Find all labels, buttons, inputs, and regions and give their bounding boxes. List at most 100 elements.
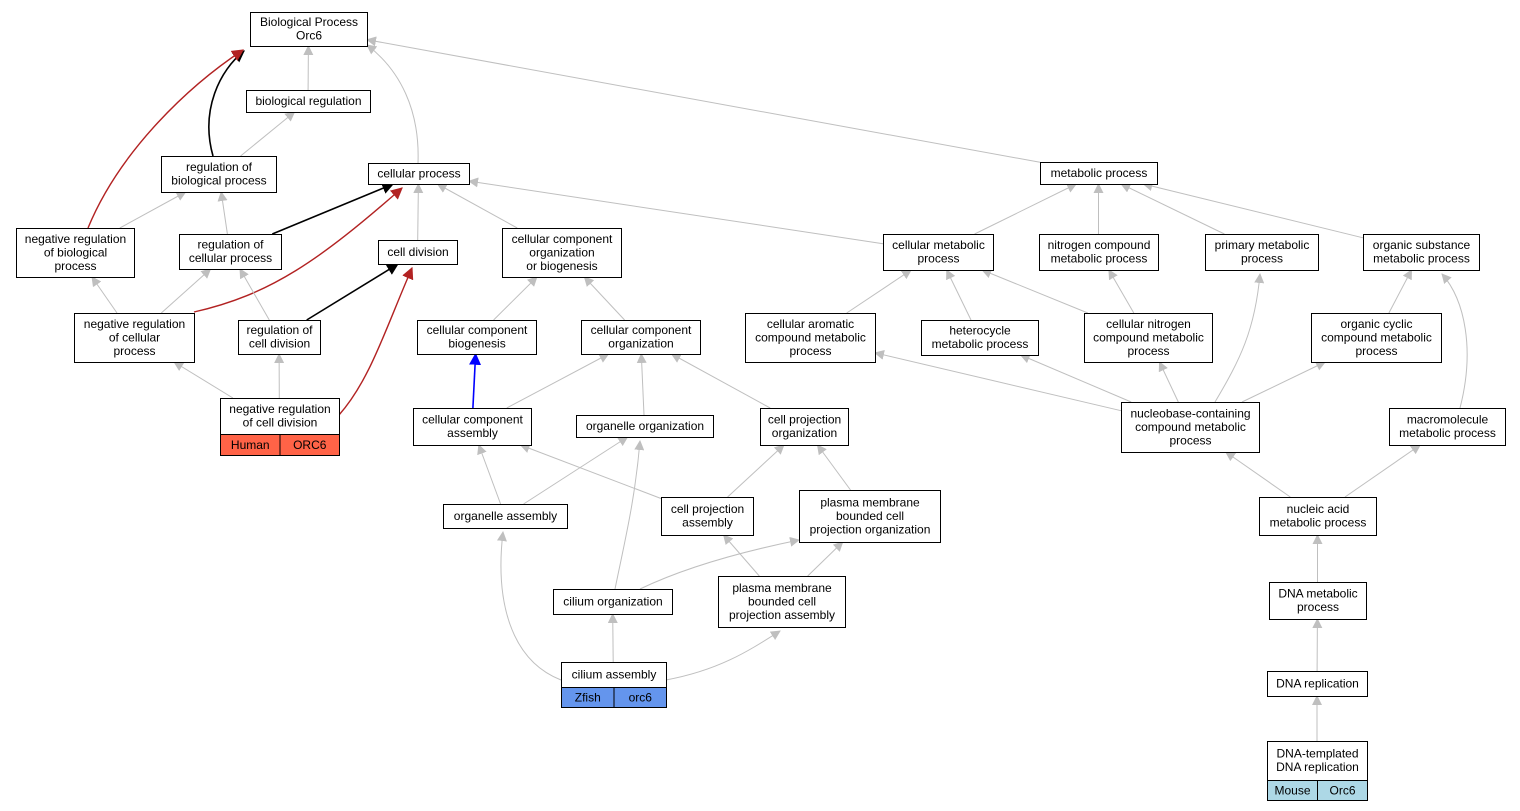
edge-ccbio-to-ccob — [493, 276, 538, 321]
edge-negregcell-to-cellproc — [193, 187, 403, 313]
edge-nucacid-to-macro — [1344, 444, 1422, 498]
node-label-line: cellular component — [427, 323, 528, 337]
edge-regcell-to-regbio — [217, 191, 228, 235]
edge-negregdiv-to-celldiv — [338, 266, 414, 416]
node-label-line: primary metabolic — [1215, 238, 1310, 252]
node-label-line: of cell division — [243, 416, 318, 430]
node-label-line: cellular nitrogen — [1106, 317, 1191, 331]
node-label-line: regulation of — [186, 160, 253, 174]
node-cilium-organization[interactable]: cilium organization — [553, 589, 673, 615]
node-label-line: cell projection — [671, 502, 744, 516]
node-label-line: negative regulation — [229, 402, 330, 416]
node-label-line: process — [54, 259, 96, 273]
edge-cpo-to-ccorg — [670, 353, 771, 409]
edge-nucleobase-to-primary — [1214, 273, 1265, 403]
node-box — [1121, 402, 1260, 453]
species-label: Zfish — [575, 691, 601, 705]
node-box — [760, 408, 849, 446]
node-label-line: cellular process — [377, 166, 460, 180]
node-label-line: cilium assembly — [572, 667, 657, 681]
node-organelle-assembly[interactable]: organelle assembly — [443, 504, 568, 529]
node-label-line: bounded cell — [748, 594, 816, 608]
edge-ccorg-to-ccob — [583, 276, 625, 321]
node-box — [1267, 671, 1368, 697]
node-box — [553, 589, 673, 615]
node-label-line: cell division — [249, 337, 310, 351]
node-box — [502, 228, 622, 278]
node-box — [250, 12, 368, 47]
node-box — [161, 156, 277, 193]
node-label-line: metabolic process — [1399, 426, 1496, 440]
node-label-line: organelle organization — [586, 419, 704, 433]
edge-cilorg-to-pmbcpo — [639, 536, 800, 590]
node-label-line: cellular metabolic — [892, 238, 985, 252]
node-cellular-process[interactable]: cellular process — [368, 163, 470, 185]
edge-hetero-to-cellmet — [946, 269, 972, 321]
node-label-line: projection assembly — [729, 608, 835, 622]
edge-cellproc-to-root — [366, 44, 419, 164]
node-label-line: cell division — [387, 245, 448, 259]
node-label-line: organization — [772, 426, 837, 440]
edge-negregcell-to-negregbio — [91, 276, 118, 314]
node-label-line: of cellular — [109, 330, 160, 344]
node-label-line: Orc6 — [296, 29, 322, 43]
edge-cellnitro-to-cellmet — [981, 268, 1088, 314]
node-label-line: macromolecule — [1407, 413, 1489, 427]
edge-cpa-to-cpo — [727, 444, 785, 498]
node-label-line: DNA-templated — [1276, 747, 1358, 761]
node-box — [417, 320, 537, 355]
edge-cilasm-to-orgasm — [496, 531, 562, 681]
edge-cellmet-to-cellproc — [468, 177, 884, 245]
edge-pmbcpo-to-cpo — [816, 444, 851, 491]
edge-cellmet-to-metab — [974, 183, 1078, 235]
node-label-line: process — [789, 344, 831, 358]
node-label-line: nitrogen compound — [1048, 238, 1151, 252]
node-box — [1389, 408, 1506, 446]
node-metabolic-process[interactable]: metabolic process — [1040, 162, 1158, 185]
edge-cilasm-to-pmbcpa — [665, 630, 781, 681]
node-box — [1269, 582, 1367, 620]
node-label-line: DNA metabolic — [1278, 587, 1357, 601]
node-cell-division[interactable]: cell division — [378, 240, 458, 265]
node-organelle-organization[interactable]: organelle organization — [576, 415, 714, 438]
node-dna-replication[interactable]: DNA replication — [1267, 671, 1368, 697]
node-label-line: process — [1297, 600, 1339, 614]
species-tag-cell — [279, 434, 340, 456]
node-box — [1039, 234, 1159, 271]
node-box — [581, 320, 701, 355]
node-label-line: assembly — [447, 426, 498, 440]
edge-ccob-to-cellproc — [436, 183, 518, 229]
node-label-line: cilium organization — [563, 594, 662, 608]
edge-nucleobase-to-cellarom — [874, 349, 1122, 412]
node-biological-regulation[interactable]: biological regulation — [246, 90, 371, 113]
